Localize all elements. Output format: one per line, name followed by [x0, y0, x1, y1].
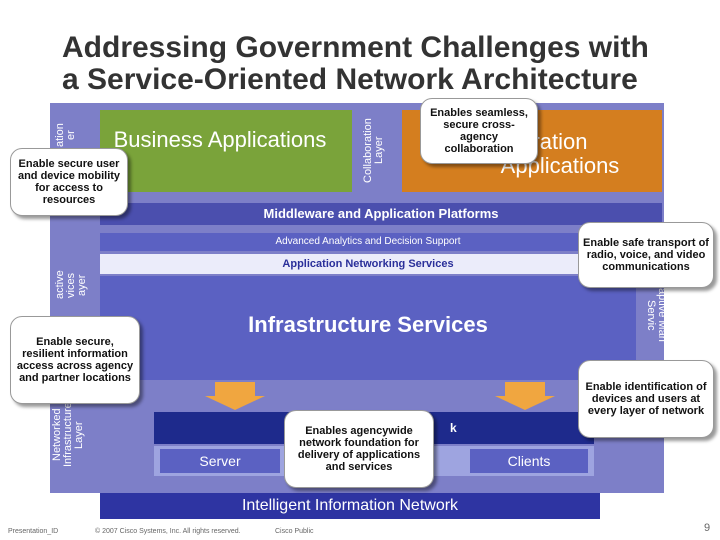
callout-seamless-collaboration: Enables seamless, secure cross-agency co…: [420, 98, 538, 164]
arrow-right-shaft: [505, 382, 545, 396]
analytics-band: Advanced Analytics and Decision Support: [100, 233, 636, 251]
footer-presentation-id: Presentation_ID: [8, 528, 59, 535]
footer-copyright: © 2007 Cisco Systems, Inc. All rights re…: [95, 528, 241, 535]
business-applications-label: Business Applications: [113, 127, 327, 152]
collaboration-layer-label: Collaboration Layer: [362, 118, 385, 183]
infrastructure-services-band: [100, 276, 636, 380]
business-applications-panel: [100, 110, 352, 192]
arrow-left-head: [205, 396, 265, 410]
network-band-label: k: [450, 421, 457, 435]
callout-identification: Enable identification of devices and use…: [578, 360, 714, 438]
arrow-left-shaft: [215, 382, 255, 396]
callout-secure-user-mobility: Enable secure user and device mobility f…: [10, 148, 128, 216]
callout-resilient-access: Enable secure, resilient information acc…: [10, 316, 140, 404]
footer-classification: Cisco Public: [275, 528, 314, 535]
title-line-2: a Service-Oriented Network Architecture: [62, 63, 638, 96]
interactive-services-layer-label: active vices ayer: [54, 270, 88, 300]
infrastructure-services-label: Infrastructure Services: [248, 312, 488, 337]
application-networking-band: Application Networking Services: [100, 254, 636, 274]
intelligent-information-network-band: Intelligent Information Network: [100, 493, 600, 519]
page-number: 9: [704, 522, 711, 534]
callout-agencywide-foundation: Enables agencywide network foundation fo…: [284, 410, 434, 488]
clients-box: Clients: [470, 449, 588, 473]
title-line-1: Addressing Government Challenges with: [62, 31, 649, 64]
adaptive-management-layer-label: aptive Man Servic: [645, 288, 668, 342]
middleware-band: Middleware and Application Platforms: [100, 203, 662, 225]
page-title: Addressing Government Challenges with a …: [62, 32, 712, 96]
server-box: Server: [160, 449, 280, 473]
collaboration-applications-label: ration Applications: [500, 129, 620, 178]
arrow-right-head: [495, 396, 555, 410]
callout-safe-transport: Enable safe transport of radio, voice, a…: [578, 222, 714, 288]
